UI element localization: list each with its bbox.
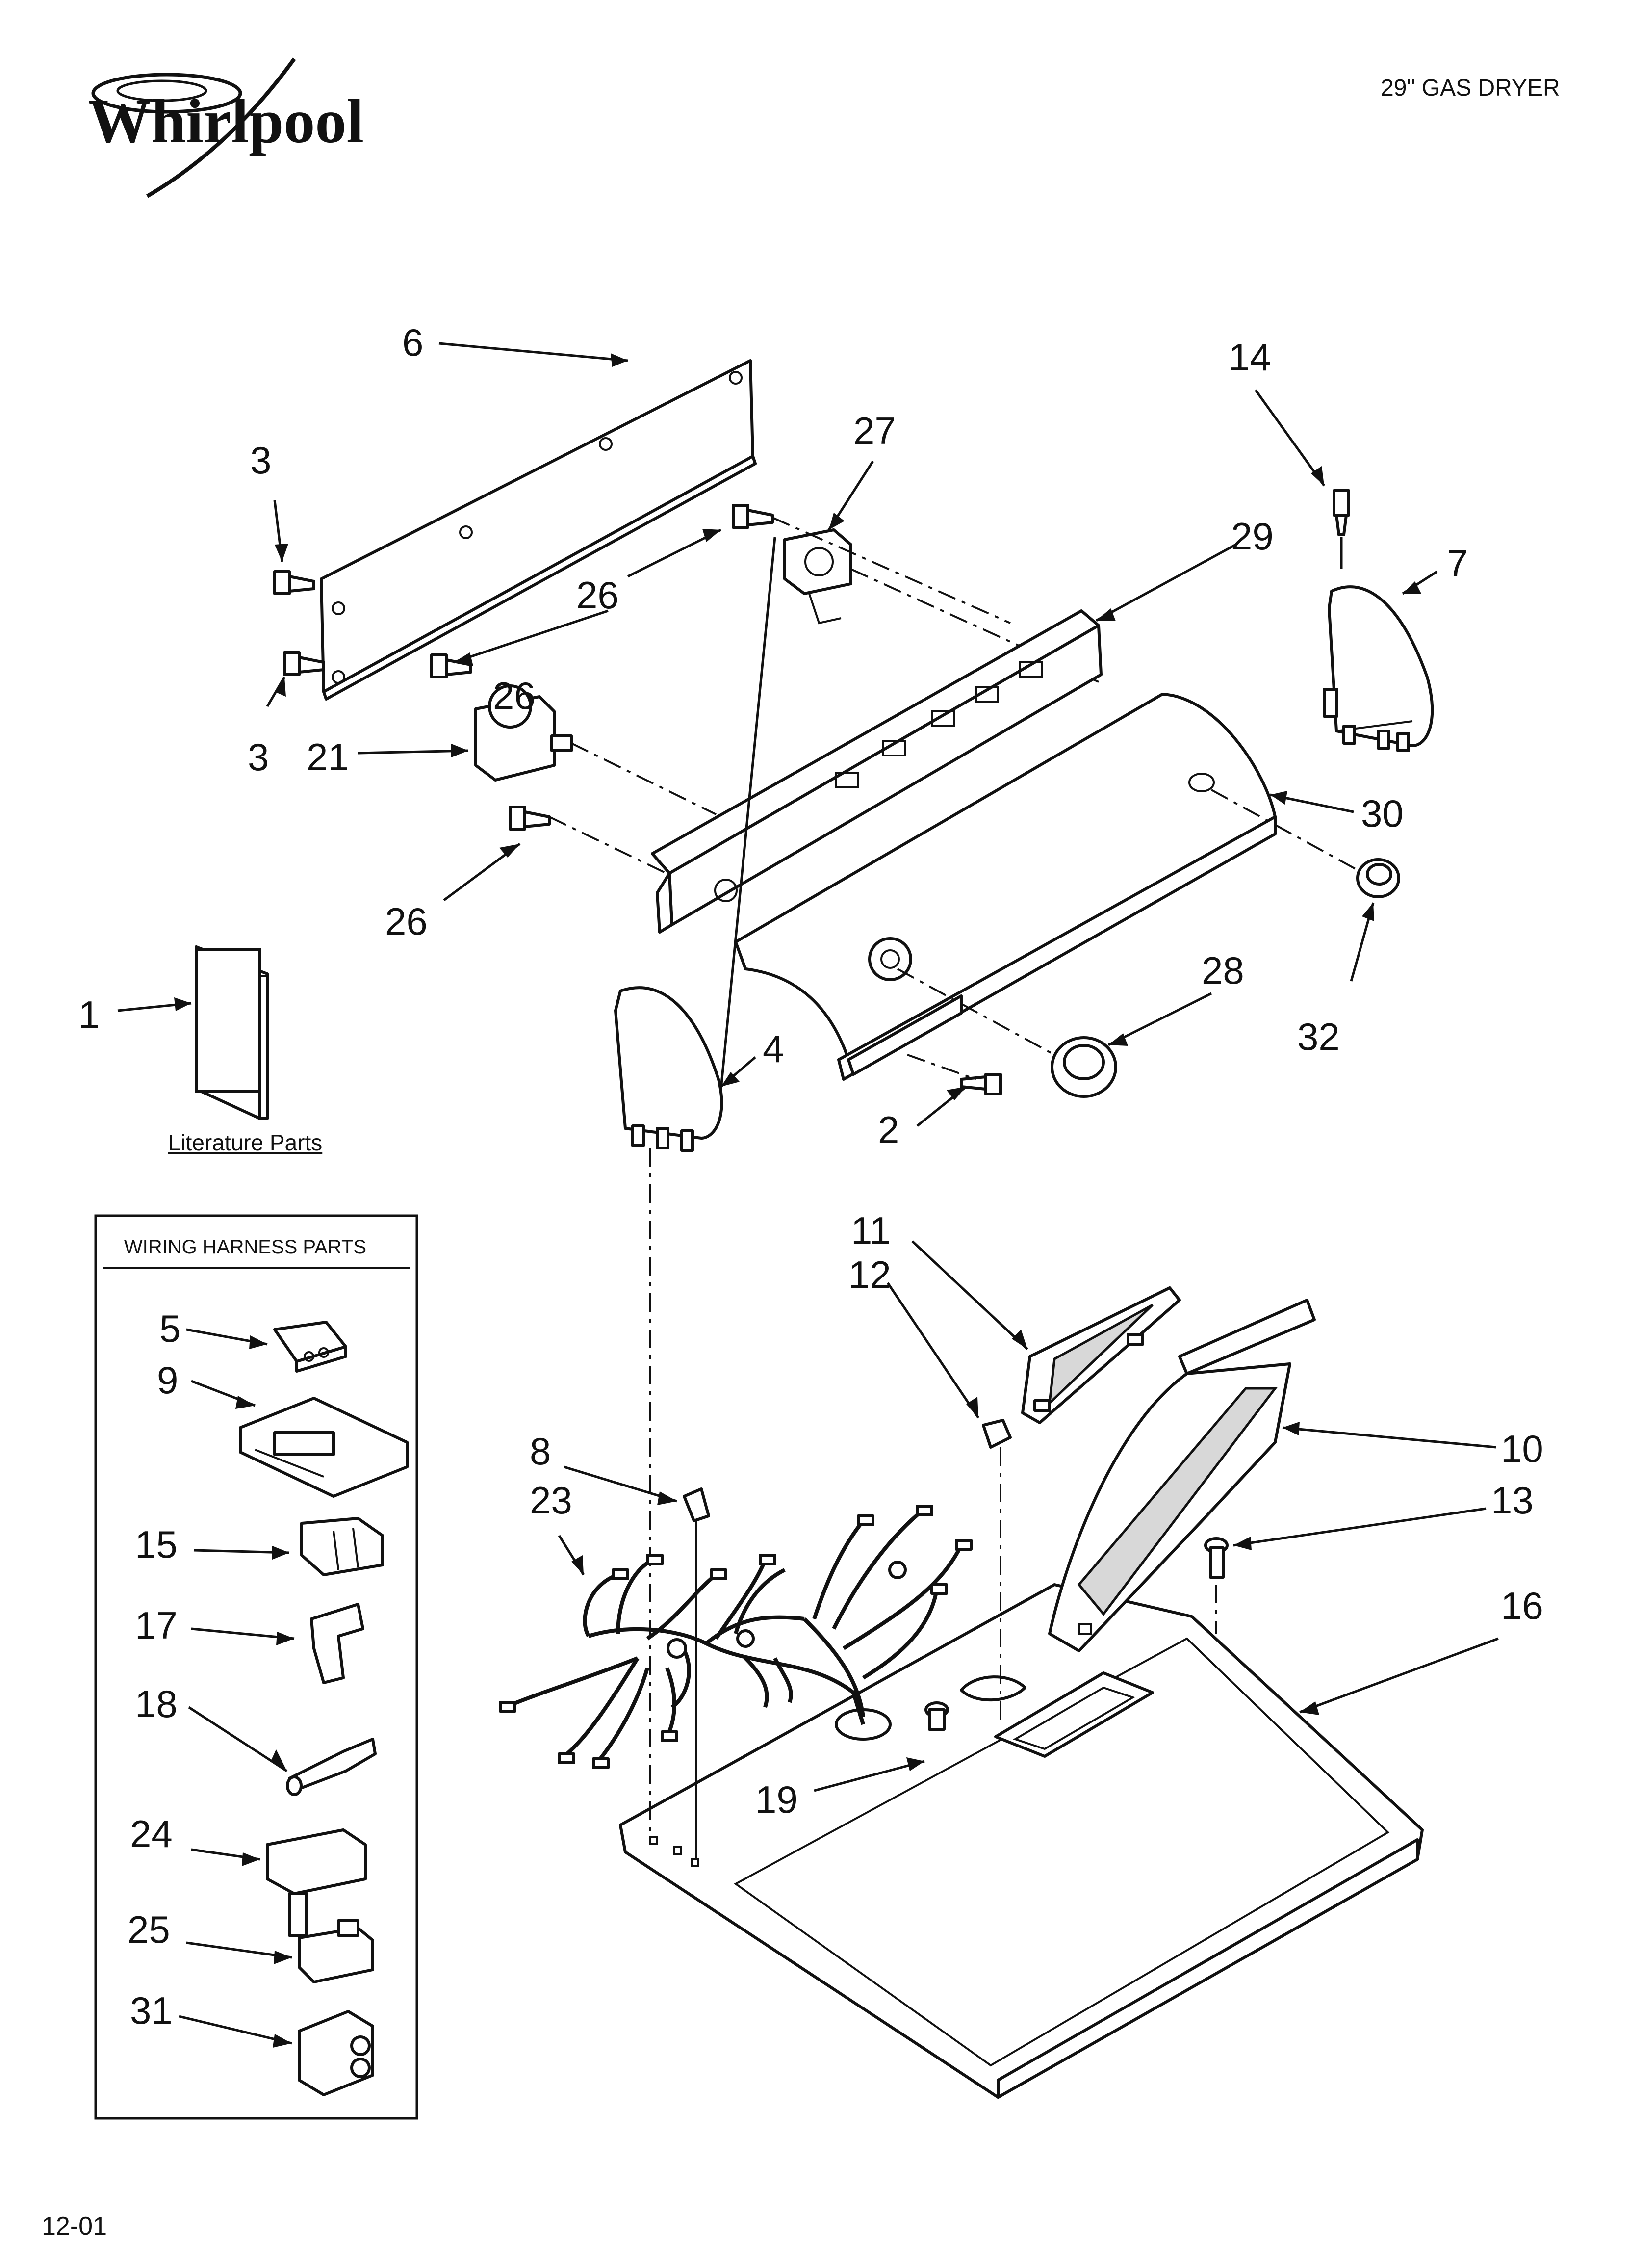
callout-11: 11	[851, 1209, 891, 1252]
screw-26-lower	[509, 806, 551, 831]
callout-10: 10	[1501, 1427, 1543, 1470]
part-16-top-panel	[619, 1583, 1424, 2099]
connector-5	[273, 1321, 347, 1373]
callout-6: 6	[402, 321, 423, 364]
part-11-lint-screen	[1021, 1286, 1181, 1424]
callout-29: 29	[1231, 515, 1274, 558]
date-code: 12-01	[42, 2212, 107, 2241]
literature-parts-label: Literature Parts	[168, 1130, 322, 1155]
callout-23: 23	[530, 1479, 572, 1522]
callout-9: 9	[157, 1358, 178, 1402]
callout-30: 30	[1361, 792, 1404, 835]
whirlpool-logo: Whirlpool	[88, 57, 364, 198]
callout-16: 16	[1501, 1584, 1543, 1627]
screw-26-upper	[732, 504, 774, 529]
callout-1: 1	[78, 993, 100, 1036]
wiring-harness-box	[94, 1214, 418, 2120]
callout-15: 15	[135, 1523, 178, 1566]
callout-12: 12	[848, 1253, 891, 1296]
part-30-console	[734, 693, 1277, 1081]
callout-3-top: 3	[250, 439, 271, 482]
callout-7: 7	[1447, 542, 1468, 585]
callout-28: 28	[1202, 949, 1244, 992]
callout-26-mid: 26	[493, 674, 536, 717]
part-29-control-bracket	[651, 609, 1103, 934]
clip-12	[982, 1419, 1012, 1449]
callout-14: 14	[1229, 336, 1271, 379]
callout-4: 4	[763, 1027, 784, 1070]
connector-31	[298, 2010, 374, 2096]
callout-19: 19	[755, 1778, 798, 1821]
callout-3-bottom: 3	[248, 735, 269, 779]
connector-24	[266, 1828, 367, 1937]
connector-17	[310, 1603, 364, 1684]
part-4-end-cap-left	[614, 986, 723, 1152]
brand-wordmark: Whirlpool	[88, 86, 364, 156]
terminal-18	[286, 1738, 377, 1796]
connector-15	[300, 1517, 384, 1576]
part-10-lint-housing	[1048, 1299, 1316, 1652]
screw-13	[1204, 1537, 1229, 1579]
part-1-literature	[195, 945, 269, 1120]
part-6-rear-panel	[320, 359, 757, 701]
callout-26-bottom: 26	[385, 900, 428, 943]
part-7-end-cap-right	[1323, 585, 1434, 752]
callout-5: 5	[159, 1307, 180, 1350]
callout-26-top: 26	[576, 574, 619, 617]
callout-25: 25	[128, 1908, 170, 1951]
callout-24: 24	[130, 1812, 173, 1855]
callout-21: 21	[307, 735, 349, 779]
callout-17: 17	[135, 1604, 178, 1647]
clip-8	[683, 1487, 710, 1859]
wiring-harness-title: WIRING HARNESS PARTS	[124, 1236, 366, 1258]
part-32-knob	[1356, 858, 1400, 898]
callout-18: 18	[135, 1682, 178, 1725]
part-23-wire-harness	[499, 1505, 973, 1769]
part-21-timer	[474, 684, 573, 782]
callout-13: 13	[1491, 1479, 1534, 1522]
screw-3-bottom	[283, 651, 325, 676]
callout-31: 31	[130, 1989, 173, 2032]
part-27-switch	[783, 528, 852, 625]
part-28-knob	[1051, 1036, 1117, 1098]
connector-25	[298, 1919, 374, 1983]
leader-lines	[117, 342, 1499, 2048]
callout-32: 32	[1297, 1015, 1340, 1058]
screw-2	[960, 1073, 1002, 1095]
callout-2: 2	[878, 1108, 899, 1151]
callout-8: 8	[530, 1430, 551, 1473]
model-title: 29" GAS DRYER	[1381, 75, 1560, 101]
plug-19	[924, 1701, 949, 1731]
screw-14	[1333, 489, 1350, 536]
callout-27: 27	[853, 409, 896, 452]
connector-9	[239, 1397, 409, 1498]
screw-3-top	[273, 570, 315, 595]
callout-numbers: 6 3 3 27 26 29 14 7 21 30 26 28 32 1 4 2…	[78, 321, 1543, 2032]
